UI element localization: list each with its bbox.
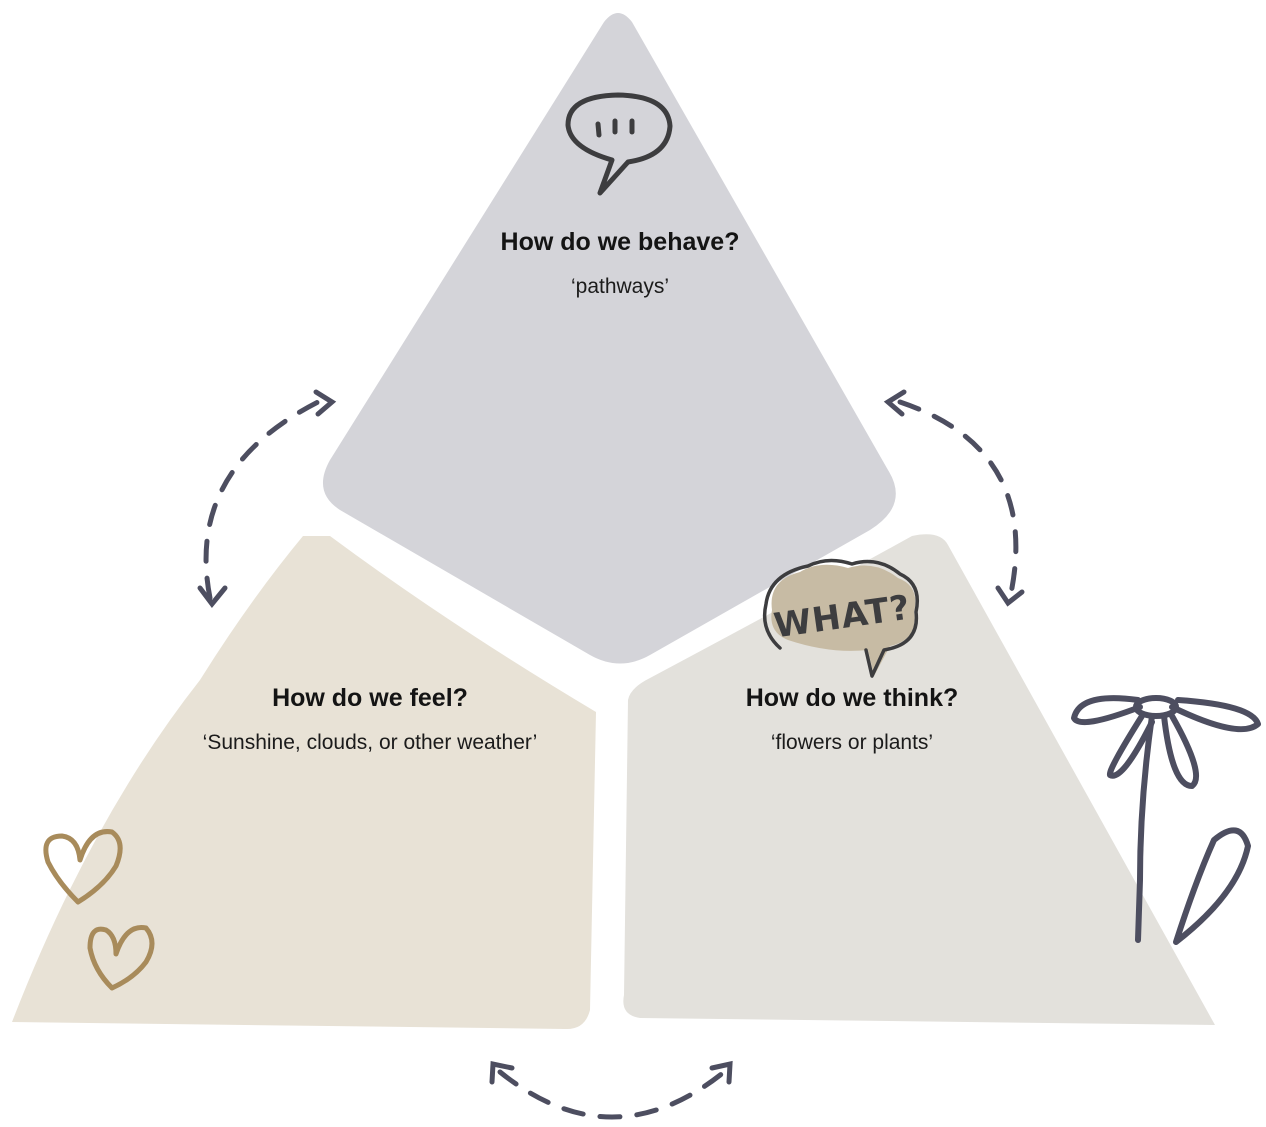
behave-title: How do we behave? [500, 228, 740, 256]
feel-segment [12, 536, 596, 1030]
speech-bubble-icon [565, 92, 673, 196]
arrow-left-cycle [197, 389, 337, 609]
behave-label: How do we behave? ‘pathways’ [460, 228, 780, 299]
thought-bubble-icon: WHAT? [762, 558, 919, 678]
behave-segment [322, 13, 896, 664]
think-title: How do we think? [745, 684, 959, 712]
feel-label: How do we feel? ‘Sunshine, clouds, or ot… [150, 684, 590, 755]
flower-icon [1071, 695, 1261, 945]
arrow-bottom-cycle [489, 1060, 733, 1120]
feel-title: How do we feel? [272, 684, 468, 712]
heart-icon [43, 829, 155, 991]
think-segment [623, 534, 1215, 1025]
arrow-right-cycle [883, 389, 1025, 607]
think-subtitle: ‘flowers or plants’ [770, 731, 934, 754]
behave-subtitle: ‘pathways’ [570, 275, 670, 298]
think-label: How do we think? ‘flowers or plants’ [700, 684, 1004, 755]
feel-subtitle: ‘Sunshine, clouds, or other weather’ [202, 731, 538, 754]
